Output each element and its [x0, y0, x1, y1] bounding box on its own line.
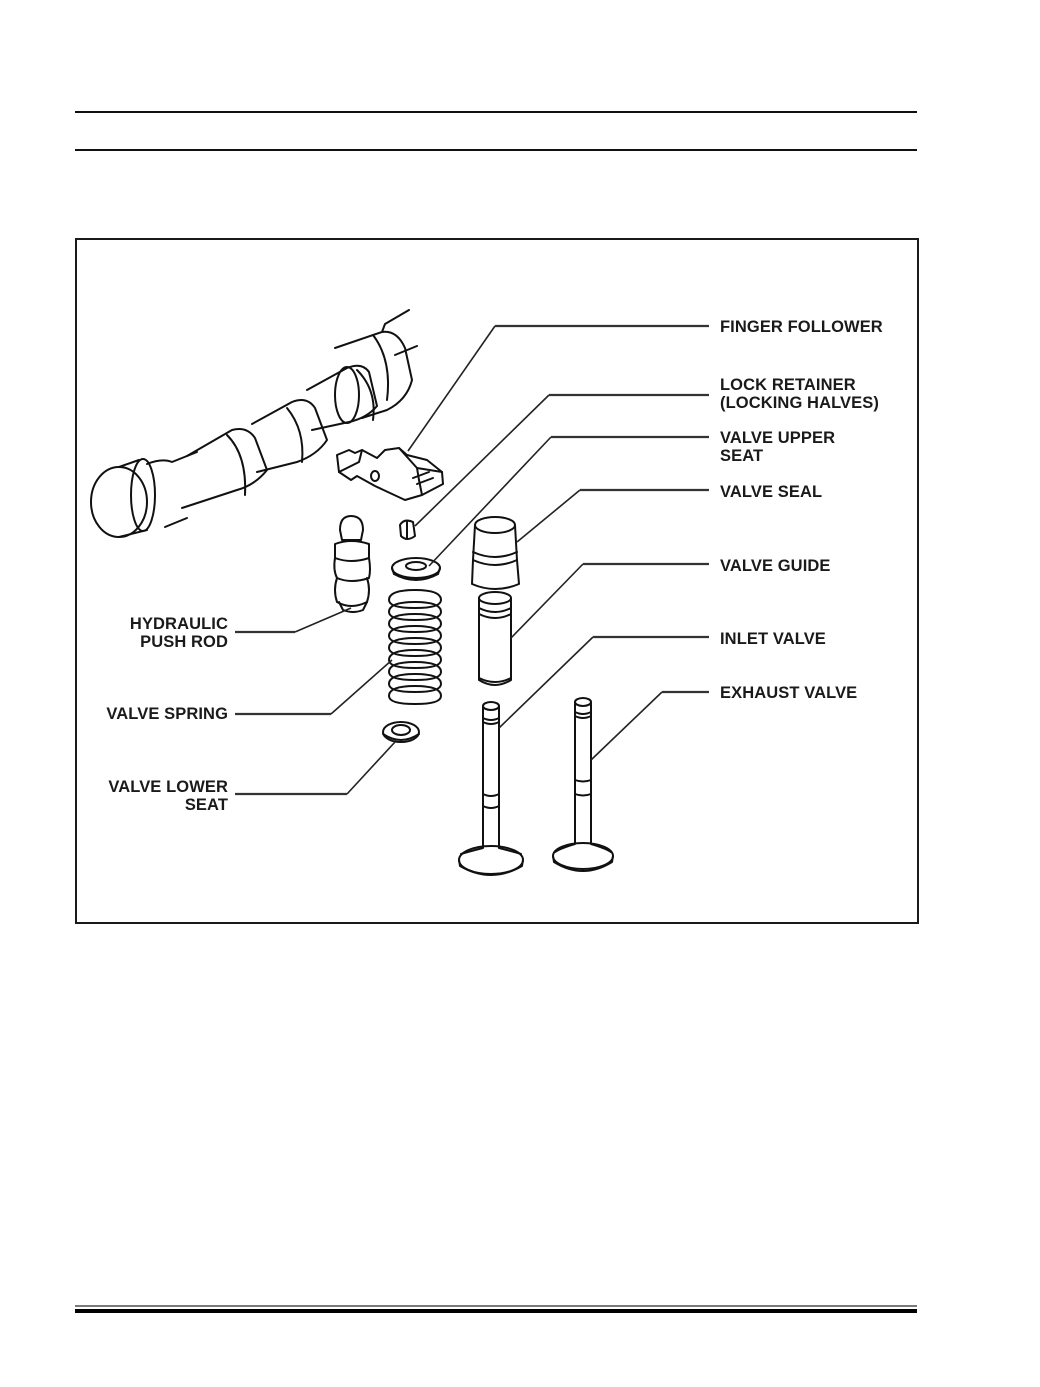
footer-rule-thin: [75, 1305, 917, 1307]
label-line: VALVE LOWER: [108, 778, 228, 796]
label-valve-lower-seat: VALVE LOWER SEAT: [108, 778, 228, 814]
label-valve-guide: VALVE GUIDE: [720, 557, 831, 575]
header-rule-top: [75, 111, 917, 113]
label-lock-retainer: LOCK RETAINER (LOCKING HALVES): [720, 376, 879, 412]
label-line: (LOCKING HALVES): [720, 394, 879, 412]
hydraulic-push-rod: [333, 515, 371, 613]
label-finger-follower: FINGER FOLLOWER: [720, 318, 883, 336]
label-valve-seal: VALVE SEAL: [720, 483, 822, 501]
label-line: PUSH ROD: [140, 633, 228, 651]
finger-follower: [336, 447, 444, 501]
label-line: INLET VALVE: [720, 630, 826, 648]
valve-spring: [388, 589, 442, 705]
footer-rule-thick: [75, 1309, 917, 1313]
inlet-valve: [458, 701, 524, 876]
label-valve-spring: VALVE SPRING: [106, 705, 228, 723]
label-inlet-valve: INLET VALVE: [720, 630, 826, 648]
label-line: SEAT: [184, 796, 228, 814]
valve-lower-seat: [382, 721, 420, 743]
label-line: FINGER FOLLOWER: [720, 318, 883, 336]
label-line: VALVE SPRING: [106, 705, 228, 723]
valve-train-drawing: [90, 309, 709, 876]
label-line: VALVE GUIDE: [720, 557, 831, 575]
valve-guide: [478, 591, 512, 686]
label-line: HYDRAULIC: [129, 615, 228, 633]
header-rule-bottom: [75, 149, 917, 151]
figure-frame: FINGER FOLLOWER LOCK RETAINER (LOCKING H…: [75, 238, 919, 924]
label-hydraulic-push-rod: HYDRAULIC PUSH ROD: [130, 615, 228, 651]
label-valve-upper-seat: VALVE UPPER SEAT: [720, 429, 835, 465]
leader-lines: [235, 324, 709, 796]
label-line: LOCK RETAINER: [720, 376, 856, 394]
label-line: EXHAUST VALVE: [720, 684, 858, 702]
label-line: SEAT: [720, 447, 764, 465]
lock-retainer: [399, 519, 416, 540]
camshaft: [90, 309, 418, 538]
valve-upper-seat: [391, 557, 441, 581]
exhaust-valve: [552, 697, 614, 872]
label-line: VALVE UPPER: [720, 429, 836, 447]
valve-seal: [471, 516, 520, 590]
label-line: VALVE SEAL: [720, 483, 823, 501]
label-exhaust-valve: EXHAUST VALVE: [720, 684, 857, 702]
